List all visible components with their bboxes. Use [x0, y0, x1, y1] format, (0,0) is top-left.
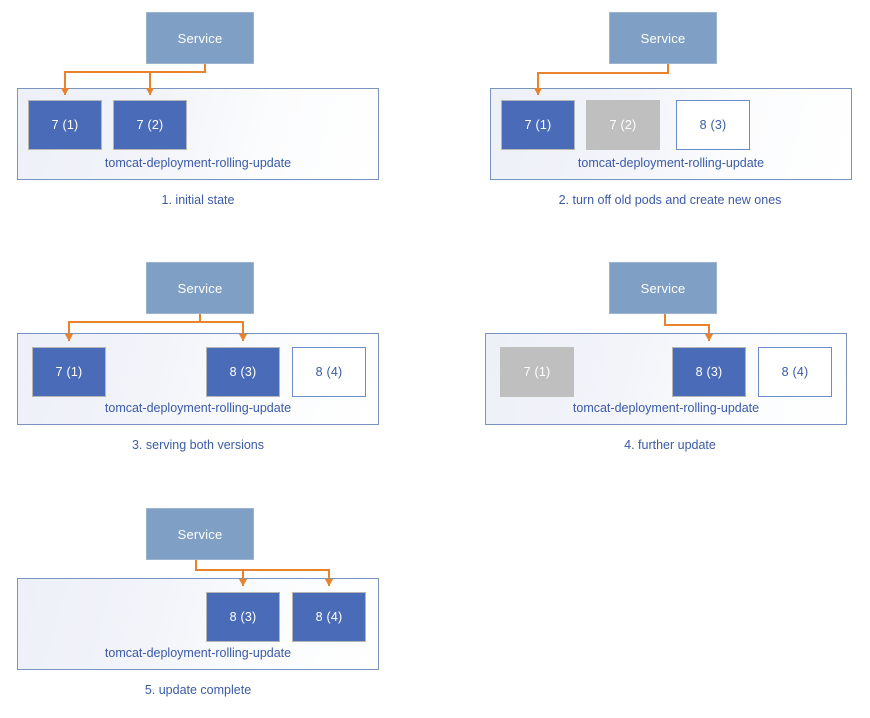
pod-8-4: 8 (4)	[292, 592, 366, 642]
pod-label: 7 (1)	[523, 365, 551, 379]
service-label: Service	[640, 280, 686, 296]
pod-label: 7 (1)	[524, 118, 552, 132]
deployment-name-label: tomcat-deployment-rolling-update	[104, 646, 292, 660]
pod-label: 7 (1)	[51, 118, 79, 132]
pod-label: 8 (3)	[229, 610, 257, 624]
pod-label: 8 (3)	[699, 118, 727, 132]
pod-label: 8 (4)	[315, 610, 343, 624]
pod-label: 8 (3)	[695, 365, 723, 379]
service-box: Service	[146, 262, 254, 314]
pod-label: 7 (1)	[55, 365, 83, 379]
pod-7-2: 7 (2)	[113, 100, 187, 150]
pod-8-4: 8 (4)	[292, 347, 366, 397]
service-box: Service	[609, 262, 717, 314]
pod-8-4: 8 (4)	[758, 347, 832, 397]
pod-8-3: 8 (3)	[206, 347, 280, 397]
service-box: Service	[609, 12, 717, 64]
panel-caption: 1. initial state	[161, 193, 235, 207]
pod-8-3: 8 (3)	[206, 592, 280, 642]
pod-8-3: 8 (3)	[676, 100, 750, 150]
service-label: Service	[177, 30, 223, 46]
deployment-name-label: tomcat-deployment-rolling-update	[104, 401, 292, 415]
pod-8-3: 8 (3)	[672, 347, 746, 397]
pod-7-1: 7 (1)	[501, 100, 575, 150]
panel-caption: 3. serving both versions	[131, 438, 264, 452]
service-label: Service	[177, 280, 223, 296]
pod-label: 8 (4)	[781, 365, 809, 379]
service-box: Service	[146, 508, 254, 560]
deployment-name-label: tomcat-deployment-rolling-update	[104, 156, 292, 170]
panel-caption: 2. turn off old pods and create new ones	[558, 193, 782, 207]
pod-label: 8 (4)	[315, 365, 343, 379]
pod-label: 7 (2)	[609, 118, 637, 132]
pod-7-1: 7 (1)	[28, 100, 102, 150]
pod-7-1: 7 (1)	[500, 347, 574, 397]
deployment-name-label: tomcat-deployment-rolling-update	[577, 156, 765, 170]
deployment-name-label: tomcat-deployment-rolling-update	[572, 401, 760, 415]
pod-7-1: 7 (1)	[32, 347, 106, 397]
pod-label: 7 (2)	[136, 118, 164, 132]
service-label: Service	[177, 526, 223, 542]
service-label: Service	[640, 30, 686, 46]
pod-label: 8 (3)	[229, 365, 257, 379]
panel-caption: 5. update complete	[144, 683, 252, 697]
pod-7-2: 7 (2)	[586, 100, 660, 150]
panel-caption: 4. further update	[624, 438, 716, 452]
service-box: Service	[146, 12, 254, 64]
